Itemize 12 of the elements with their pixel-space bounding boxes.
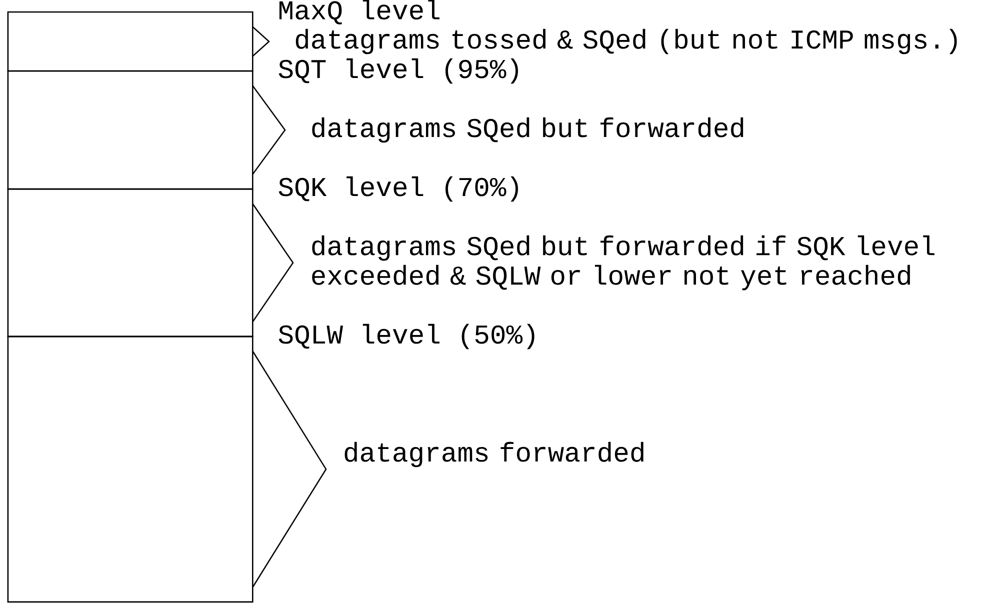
level-label: SQK level (70%) [278,176,518,202]
queue-band [7,70,254,190]
queue-band [7,188,254,338]
queue-band [7,336,254,603]
band-description: datagrams forwarded [344,442,644,468]
band-description: datagrams SQed but forwarded [312,117,744,143]
level-label: MaxQ level [279,0,440,24]
queue-band [7,11,254,72]
level-label: SQT level (95%) [278,58,518,84]
level-label: SQLW level (50%) [278,324,534,350]
band-description: datagrams tossed & SQed (but not ICMP msgs.) [296,28,957,54]
band-description: datagrams SQed but forwarded if SQK level exceeded & SQLW or lower not yet reached [312,235,934,290]
